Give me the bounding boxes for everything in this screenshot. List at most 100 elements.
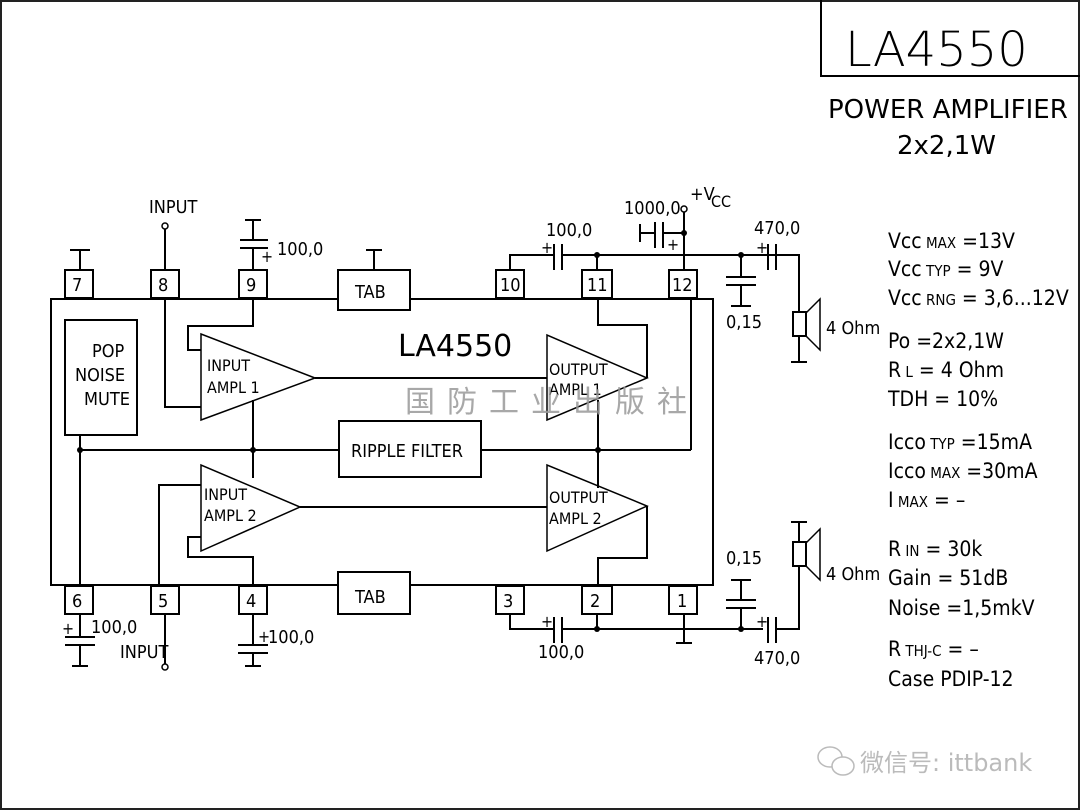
spec-value: =15mA — [955, 430, 1032, 454]
spec-value: =1,5mkV — [940, 596, 1034, 620]
amp-label: OUTPUT — [549, 488, 608, 507]
plus-sign: + — [756, 612, 768, 631]
external-bottom: + 100,0 INPUT + 100,0 + 100,0 0,15 — [62, 521, 880, 671]
spec-subscript: TYP — [926, 435, 955, 453]
cap-out2-value: 470,0 — [754, 648, 800, 669]
pin-label: 1 — [677, 591, 687, 612]
cap-out1-value: 470,0 — [754, 218, 800, 239]
pin-label: 9 — [246, 275, 256, 296]
spec-value: =30mA — [960, 459, 1037, 483]
spec-value: = 10% — [928, 387, 998, 411]
spec-name: Gain — [888, 566, 931, 590]
spec-subscript: IN — [901, 542, 919, 560]
plus-sign: + — [667, 235, 679, 254]
input-ampl-2 — [200, 463, 302, 553]
spec-item: Icco MAX =30mA — [888, 459, 1038, 483]
plus-sign: + — [541, 612, 553, 631]
pin-label: 8 — [158, 275, 168, 296]
spec-subscript: RNG — [922, 291, 956, 309]
spec-name: Vcc — [888, 229, 922, 253]
spec-name: Vcc — [888, 286, 922, 310]
spec-value: = 51dB — [931, 566, 1008, 590]
spec-item: Icco TYP =15mA — [888, 430, 1032, 454]
publisher-watermark: 国防工业出版社 — [405, 385, 699, 420]
plus-sign: + — [258, 627, 270, 646]
description: POWER AMPLIFIER — [828, 95, 1068, 125]
external-top: INPUT + 100,0 + 100,0 +V CC + 1000,0 — [70, 184, 880, 363]
title-block: LA4550 POWER AMPLIFIER 2x2,1W — [820, 0, 1080, 161]
spec-name: Case — [888, 667, 934, 691]
vcc-sub-label: CC — [711, 192, 731, 211]
input-label-bottom: INPUT — [120, 642, 169, 663]
pin-label: 2 — [590, 591, 600, 612]
pin-label: 5 — [158, 591, 168, 612]
ripple-filter-block — [338, 420, 482, 478]
speaker-1 — [792, 311, 807, 337]
spec-item: R IN = 30k — [888, 537, 982, 561]
amp-label: INPUT — [207, 356, 250, 375]
spec-subscript: THJ-C — [901, 642, 941, 660]
spec-value: = 4 Ohm — [913, 358, 1004, 382]
plus-sign: + — [62, 619, 74, 638]
amp-label: AMPL 1 — [207, 378, 260, 397]
wechat-id: 微信号: ittbank — [860, 749, 1032, 777]
spec-subscript: MAX — [926, 464, 960, 482]
power-rating: 2x2,1W — [897, 131, 996, 161]
pin-8 — [150, 269, 180, 299]
pin-5 — [150, 585, 180, 615]
amp-label: AMPL 1 — [549, 380, 602, 399]
cap-snub2-value: 0,15 — [726, 548, 762, 569]
plus-sign: + — [756, 238, 768, 257]
block-label: NOISE — [75, 365, 125, 386]
spec-item: R L = 4 Ohm — [888, 358, 1004, 382]
pins-top: 7 8 9 10 11 12 TAB — [64, 269, 698, 311]
pin-label: 11 — [587, 275, 608, 296]
input-label-top: INPUT — [149, 197, 198, 218]
wechat-watermark: 微信号: ittbank — [817, 746, 1032, 777]
vcc-label: +V — [690, 184, 715, 205]
spec-item: TDH = 10% — [887, 387, 998, 411]
plus-sign: + — [261, 247, 273, 266]
cap-pin9-value: 100,0 — [277, 239, 323, 260]
spec-name: R — [888, 358, 901, 382]
pin-label: 4 — [246, 591, 256, 612]
block-label: RIPPLE FILTER — [351, 441, 463, 462]
spec-name: Noise — [888, 596, 940, 620]
spec-value: = 9V — [951, 257, 1004, 281]
input-ampl-1 — [200, 332, 318, 422]
tab-bottom — [337, 571, 411, 615]
spec-item: Noise =1,5mkV — [888, 596, 1035, 620]
spec-value: = – — [928, 488, 965, 512]
speaker1-label: 4 Ohm — [826, 318, 880, 339]
spec-item: I MAX = – — [888, 488, 965, 512]
spec-item: Case PDIP-12 — [888, 667, 1014, 691]
spec-name: Po — [888, 329, 910, 353]
cap-pin6-value: 100,0 — [91, 617, 137, 638]
spec-value: = 3,6...12V — [956, 286, 1069, 310]
spec-value: =2x2,1W — [910, 329, 1004, 353]
spec-value: = 30k — [919, 537, 982, 561]
tab-label: TAB — [354, 282, 386, 303]
spec-subscript: MAX — [894, 493, 928, 511]
cap-vcc-value: 1000,0 — [624, 198, 681, 219]
part-number: LA4550 — [845, 22, 1028, 78]
plus-sign: + — [541, 238, 553, 257]
spec-name: I — [888, 488, 894, 512]
spec-item: Vcc MAX =13V — [888, 229, 1015, 253]
pin-label: 3 — [503, 591, 513, 612]
spec-name: Icco — [888, 430, 926, 454]
spec-item: Vcc RNG = 3,6...12V — [888, 286, 1069, 310]
spec-value: = – — [942, 637, 979, 661]
pin-9 — [238, 269, 268, 299]
cap-pin4-value: 100,0 — [268, 627, 314, 648]
tab-top — [337, 269, 411, 311]
spec-item: R THJ-C = – — [888, 637, 979, 661]
spec-value: PDIP-12 — [934, 667, 1013, 691]
pin-label: 6 — [72, 591, 82, 612]
amp-label: OUTPUT — [549, 360, 608, 379]
pin-label: 10 — [500, 275, 521, 296]
spec-name: R — [888, 537, 901, 561]
pin-label: 7 — [72, 275, 82, 296]
